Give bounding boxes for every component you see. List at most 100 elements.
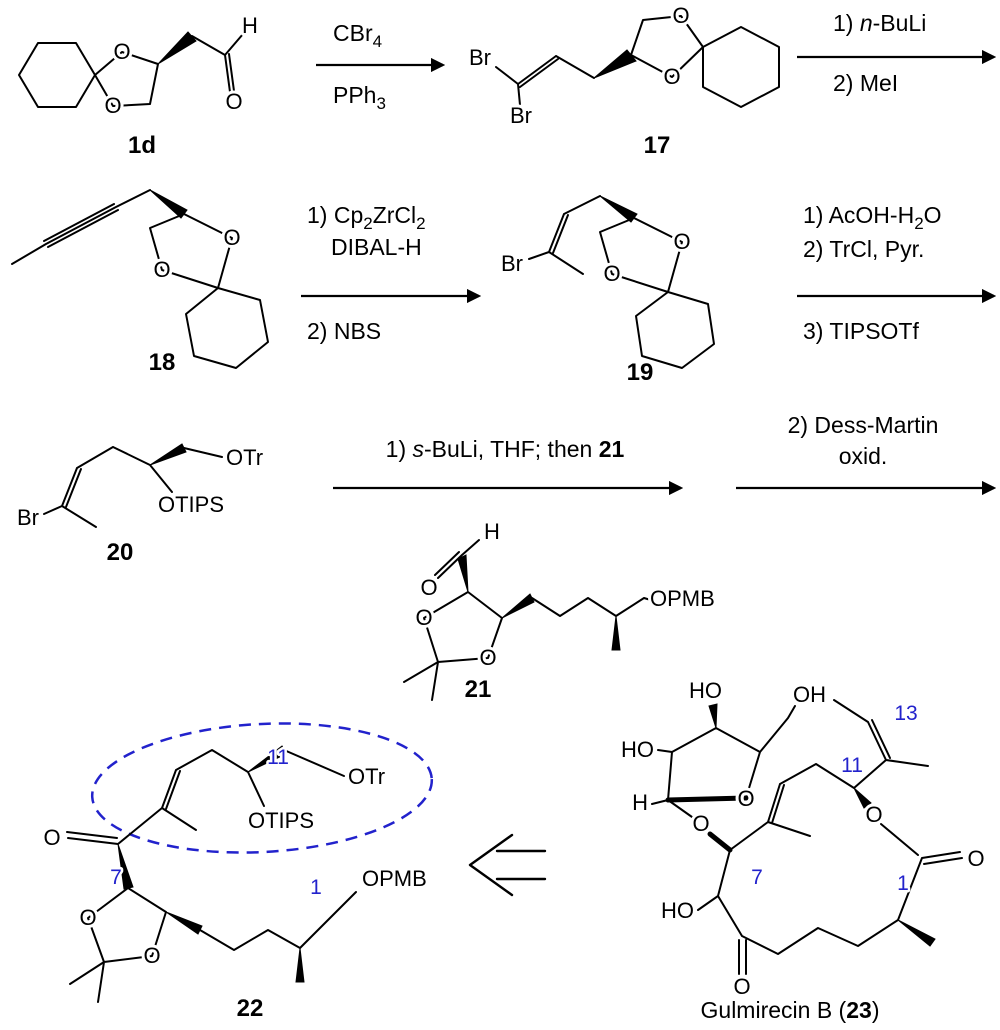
compound-label-17: 17 — [644, 132, 671, 159]
compound-label-22: 22 — [237, 995, 264, 1022]
locant-11: 11 — [267, 746, 289, 769]
wedge-bond — [708, 703, 718, 729]
atom-o-icon: O — [865, 802, 882, 827]
atom-br-icon: Br — [510, 103, 532, 128]
atom-o-icon: O — [673, 229, 690, 254]
compound-20-skeleton — [43, 443, 223, 528]
atom-o-icon: O — [104, 93, 121, 118]
reagent-line-2: 2) MeI — [833, 70, 898, 96]
locant-7: 7 — [751, 866, 763, 889]
compound-label-20: 20 — [107, 539, 134, 566]
reaction-step-2: 1) n-BuLi 2) MeI — [797, 10, 997, 96]
atom-o-icon: O — [967, 846, 984, 871]
atom-o-icon: O — [415, 605, 432, 630]
compound-18-skeleton — [11, 189, 269, 369]
bold-ring-bond — [707, 831, 733, 853]
reaction-step-1: CBr4 PPh3 — [316, 20, 446, 113]
atom-o-icon: O — [479, 645, 496, 670]
atom-o-icon: O — [143, 943, 160, 968]
wedge-bond — [117, 843, 134, 890]
group-opmb-label: OPMB — [362, 866, 427, 891]
compound-1d: O O O H 1d — [18, 10, 261, 162]
group-otips-label: OTIPS — [248, 808, 314, 833]
compound-label-19: 19 — [627, 359, 654, 386]
atom-o-icon: O — [672, 3, 689, 28]
reaction-step-3: 1) Cp2ZrCl2 DIBAL-H 2) NBS — [301, 202, 482, 344]
wedge-bond — [593, 49, 637, 79]
locant-1: 1 — [310, 876, 322, 899]
atom-o-icon: O — [223, 225, 240, 250]
wedge-bond — [149, 189, 188, 219]
bold-ring-bond — [665, 795, 749, 803]
locant-1: 1 — [897, 872, 909, 895]
wedge-bond — [157, 31, 197, 65]
atom-h-icon: H — [632, 790, 648, 815]
group-otr-label: OTr — [348, 764, 385, 789]
wedge-bond — [165, 911, 203, 935]
atom-o-icon: O — [113, 39, 130, 64]
compound-19: Br O O 19 — [498, 195, 715, 389]
group-oh-label: OH — [793, 682, 826, 707]
atom-o-icon: O — [420, 575, 437, 600]
reagent-line-2: oxid. — [839, 443, 888, 469]
wedge-bond — [247, 745, 287, 773]
wedge-bond — [897, 919, 936, 947]
retrosynthesis-arrow-icon — [468, 833, 547, 897]
compound-17-skeleton — [495, 15, 780, 108]
atom-o-icon: O — [225, 89, 242, 114]
compound-21-skeleton — [403, 539, 655, 701]
reagent-line-2: DIBAL-H — [331, 234, 422, 260]
reagent-line-1: 1) s-BuLi, THF; then 21 — [386, 436, 625, 462]
compound-22: OTr OTIPS O O O OPMB 11 7 1 22 — [40, 722, 434, 1025]
reaction-step-5: 1) s-BuLi, THF; then 21 — [333, 436, 684, 496]
atom-o-icon: O — [733, 974, 750, 999]
atom-br-icon: Br — [17, 505, 39, 530]
compound-label-18: 18 — [149, 349, 176, 376]
group-ho-label: HO — [661, 898, 694, 923]
group-otr-label: OTr — [226, 445, 263, 470]
atom-br-icon: Br — [501, 251, 523, 276]
reagent-line-3: 2) NBS — [307, 318, 381, 344]
compound-23-gulmirecin-b: HO OH HO O H O O O HO O 13 11 7 1 Gulmir… — [618, 675, 988, 1023]
wedge-bond — [853, 787, 872, 809]
atom-o-icon: O — [153, 257, 170, 282]
reagent-line-2: 2) TrCl, Pyr. — [803, 236, 924, 262]
compound-20: Br OTr OTIPS 20 — [14, 442, 266, 569]
wedge-bond — [295, 947, 305, 983]
reagent-line-1: 1) AcOH-H2O — [803, 202, 942, 233]
wedge-bond — [457, 554, 469, 593]
highlight-ellipse — [90, 722, 434, 854]
compound-label-1d: 1d — [128, 132, 156, 159]
atom-h-icon: H — [484, 519, 500, 544]
locant-13: 13 — [894, 702, 917, 725]
atom-o-icon: O — [692, 811, 709, 836]
compound-1d-skeleton — [18, 31, 244, 108]
locant-11: 11 — [841, 754, 863, 777]
compound-label-23: Gulmirecin B (23) — [701, 997, 880, 1023]
compound-21: H O O O OPMB 21 — [403, 516, 718, 706]
wedge-bond — [599, 195, 638, 223]
wedge-bond — [149, 443, 187, 466]
wedge-bond — [501, 593, 535, 619]
atom-o-icon: O — [737, 786, 754, 811]
group-ho-label: HO — [689, 678, 722, 703]
group-ho-label: HO — [621, 737, 654, 762]
compound-17: Br Br O O 17 — [466, 0, 780, 162]
compound-19-skeleton — [528, 195, 715, 369]
wedge-bond — [611, 615, 621, 651]
atom-o-icon: O — [79, 905, 96, 930]
reagent-above: CBr4 — [333, 20, 382, 51]
atom-o-icon: O — [43, 825, 60, 850]
atom-o-icon: O — [663, 64, 680, 89]
compound-18: O O 18 — [11, 189, 269, 379]
atom-o-icon: O — [603, 261, 620, 286]
reagent-below: PPh3 — [333, 82, 386, 113]
group-opmb-label: OPMB — [650, 586, 715, 611]
reaction-step-6: 2) Dess-Martin oxid. — [736, 412, 997, 496]
reagent-line-3: 3) TIPSOTf — [803, 318, 919, 344]
reagent-line-1: 1) Cp2ZrCl2 — [307, 202, 426, 233]
reagent-line-1: 1) n-BuLi — [833, 10, 926, 36]
locant-7: 7 — [110, 866, 122, 889]
atom-br-icon: Br — [469, 45, 491, 70]
